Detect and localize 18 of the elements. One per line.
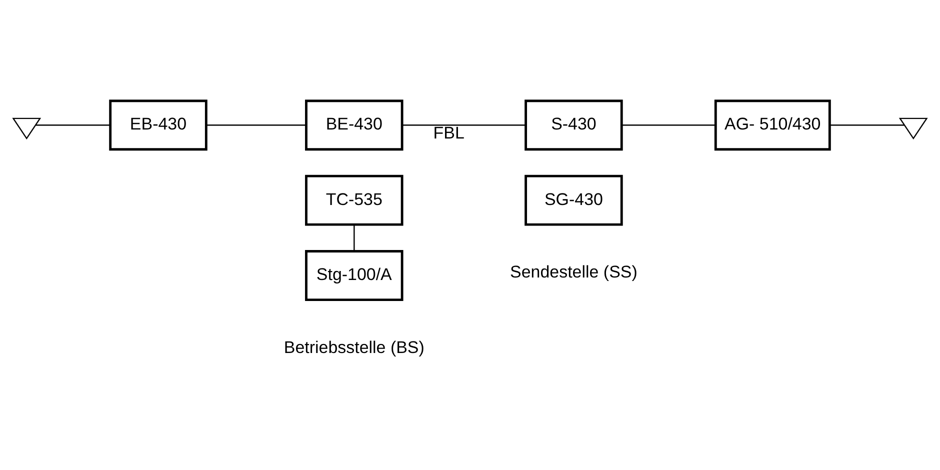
connector bbox=[36, 124, 110, 126]
node-box: Stg-100/A bbox=[305, 250, 404, 300]
node-box: EB-430 bbox=[109, 99, 208, 150]
connector bbox=[830, 124, 904, 126]
node-box: TC-535 bbox=[305, 174, 404, 226]
connector bbox=[354, 224, 355, 251]
connector bbox=[622, 124, 716, 126]
node-box: SG-430 bbox=[524, 174, 623, 226]
node-box: BE-430 bbox=[305, 99, 404, 150]
node-antenna bbox=[12, 117, 42, 140]
connector bbox=[206, 124, 306, 126]
edge-label: FBL bbox=[433, 123, 464, 142]
node-box: S-430 bbox=[524, 99, 623, 150]
node-box: AG- 510/430 bbox=[714, 99, 831, 150]
node-antenna bbox=[898, 117, 928, 140]
label: Sendestelle (SS) bbox=[510, 262, 638, 282]
connector bbox=[402, 124, 526, 126]
label: Betriebsstelle (BS) bbox=[284, 337, 424, 356]
